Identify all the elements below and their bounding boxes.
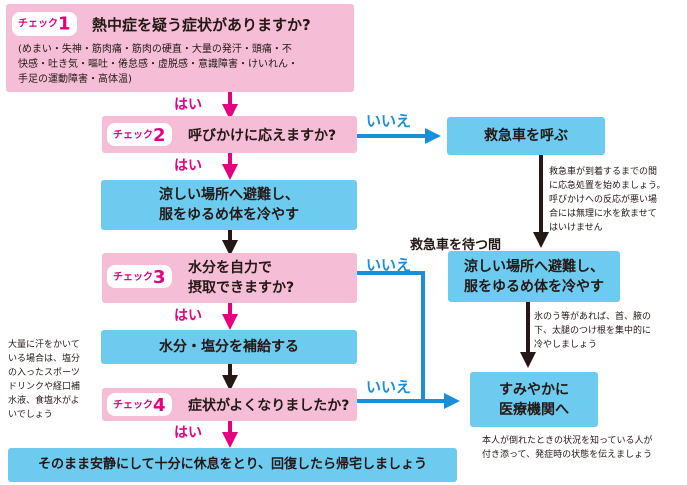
- hydrate-text: 水分・塩分を補給する: [159, 339, 299, 355]
- call-ambulance-text: 救急車を呼ぶ: [484, 128, 568, 144]
- hydrate-box: 水分・塩分を補給する: [101, 330, 357, 364]
- check3-box: チェック3 水分を自力で 摂取できますか?: [102, 253, 357, 303]
- move-cool-text-left: 涼しい場所へ避難し、 服をゆるめ体を冷やす: [159, 187, 299, 223]
- check4-box: チェック4 症状がよくなりましたか?: [102, 388, 357, 421]
- ice-note: 氷のう等があれば、首、腋の 下、太腿のつけ根を集中的に 冷やしましょう: [534, 312, 652, 350]
- move-cool-text-right: 涼しい場所へ避難し、 服をゆるめ体を冷やす: [464, 258, 604, 295]
- check2-box: チェック2 呼びかけに応えますか?: [102, 116, 357, 153]
- wait-for-ambulance-label: 救急車を待つ間: [410, 238, 502, 253]
- rest-box: そのまま安静にして十分に休息をとり、回復したら帰宅しましょう: [8, 448, 457, 482]
- check1-box: チェック1 熱中症を疑う症状がありますか? (めまい・失神・筋肉痛・筋肉の硬直・…: [6, 4, 354, 92]
- rest-text: そのまま安静にして十分に休息をとり、回復したら帰宅しましょう: [37, 457, 428, 472]
- check2-question: 呼びかけに応えますか?: [188, 128, 337, 144]
- no-label-2: いいえ: [366, 112, 412, 130]
- check3-tag: チェック3: [107, 265, 172, 288]
- hospital-text: すみやかに 医療機関へ: [499, 381, 569, 418]
- check1-tag: チェック1: [12, 12, 77, 36]
- check1-question: 熱中症を疑う症状がありますか?: [92, 16, 311, 34]
- hospital-box: すみやかに 医療機関へ: [470, 372, 598, 427]
- call-ambulance-box: 救急車を呼ぶ: [447, 117, 605, 155]
- yes-label-3: はい: [174, 308, 202, 324]
- no-label-3: いいえ: [366, 256, 412, 274]
- yes-label-2: はい: [174, 158, 202, 174]
- hospital-note: 本人が倒れたときの状況を知っている人が 付き添って、発症時の状態を伝えましょう: [482, 436, 653, 460]
- no-label-4: いいえ: [366, 378, 412, 396]
- symptom-list: (めまい・失神・筋肉痛・筋肉の硬直・大量の発汗・頭痛・不 快感・吐き気・嘔吐・倦…: [18, 44, 298, 85]
- check3-question: 水分を自力で 摂取できますか?: [188, 260, 295, 296]
- check4-question: 症状がよくなりましたか?: [188, 398, 350, 414]
- yes-label-4: はい: [174, 425, 202, 441]
- yes-label-1: はい: [174, 97, 202, 113]
- move-cool-box-left: 涼しい場所へ避難し、 服をゆるめ体を冷やす: [101, 180, 357, 230]
- ambulance-note: 救急車が到着するまでの間 に応急処置を始めましょう。 呼びかけへの反応が悪い場 …: [549, 167, 666, 233]
- check4-tag: チェック4: [107, 393, 172, 416]
- arrow-check3-no: [357, 271, 460, 409]
- move-cool-box-right: 涼しい場所へ避難し、 服をゆるめ体を冷やす: [448, 251, 620, 302]
- check2-tag: チェック2: [107, 123, 172, 146]
- sweat-note: 大量に汗をかいて いる場合は、塩分 の入ったスポーツ ドリンクや経口補 水液、食…: [8, 340, 81, 420]
